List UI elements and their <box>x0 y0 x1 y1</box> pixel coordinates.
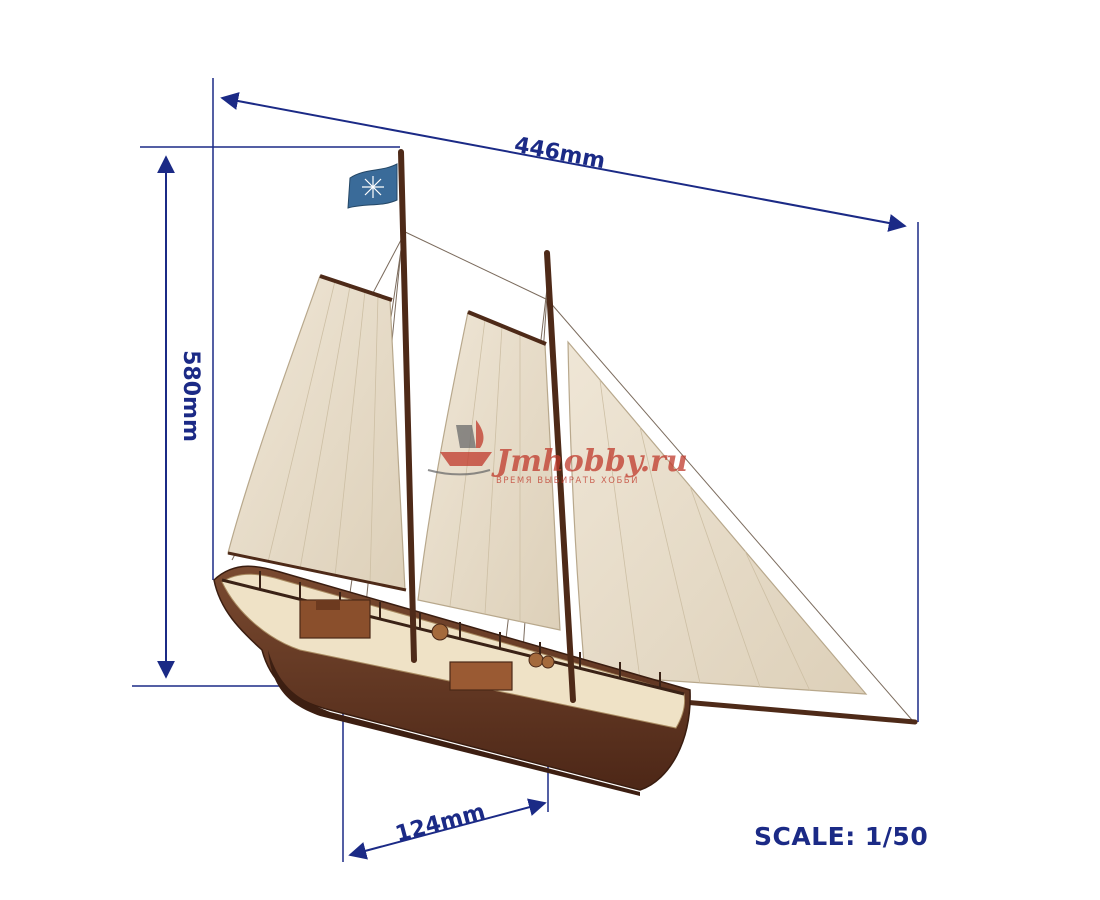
watermark-ship-icon <box>427 420 492 476</box>
flag <box>347 163 398 209</box>
main-mast <box>544 250 576 703</box>
fore-gaff-sail <box>227 275 406 591</box>
hull <box>213 565 691 796</box>
length-dimension-line <box>220 92 907 232</box>
fore-mast <box>398 149 417 663</box>
boom <box>227 551 407 592</box>
length-label: 446mm <box>512 133 607 174</box>
barrel <box>431 623 449 641</box>
main-gaff <box>467 310 547 346</box>
watermark-tagline: ВРЕМЯ ВЫБИРАТЬ ХОББИ <box>496 476 639 486</box>
cargo-hatch <box>449 661 513 691</box>
watermark: Jmhobby.ru ВРЕМЯ ВЫБИРАТЬ ХОББИ <box>427 420 688 486</box>
bowsprit <box>657 697 918 725</box>
dimension-arrows <box>157 92 907 860</box>
masts <box>227 149 576 703</box>
jib-sail <box>567 340 868 695</box>
height-label: 580mm <box>178 350 203 442</box>
beam-label: 124mm <box>393 799 488 847</box>
fore-gaff <box>319 274 393 302</box>
beam-dimension-line <box>348 798 547 860</box>
watermark-brand: Jmhobby.ru <box>491 444 688 479</box>
scale-label: SCALE: 1/50 <box>754 822 929 851</box>
